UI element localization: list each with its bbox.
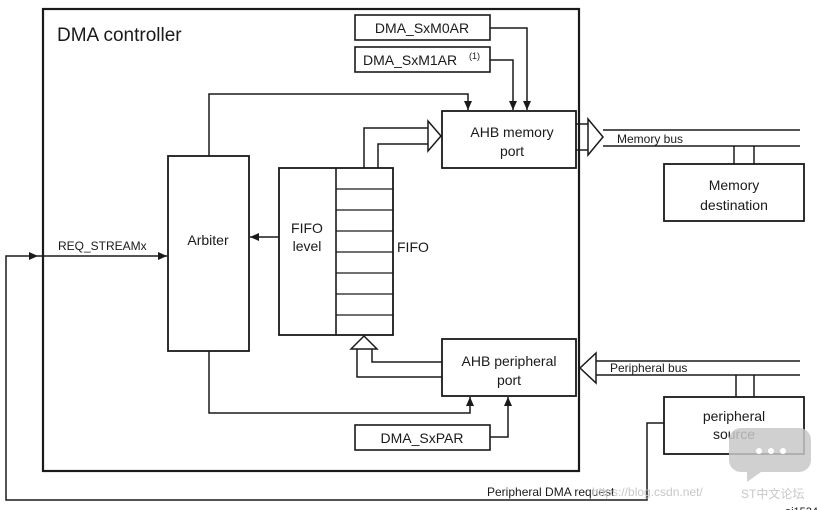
ahb-memory-port-label-line2: port: [500, 143, 524, 159]
fifo-level-label-line1: FIFO: [291, 220, 323, 236]
peripheral-bus: [578, 351, 800, 397]
ahb-memory-port-block: [441, 110, 577, 169]
par-to-peripheral-port-arrow: [490, 397, 512, 438]
forum-chat-icon: [729, 428, 811, 482]
memory-bus-label: Memory bus: [617, 132, 683, 146]
memory-destination-label-line2: destination: [700, 197, 768, 213]
peripheral-dma-request-line: [5, 252, 664, 501]
m0ar-to-memory-port-arrow: [490, 27, 531, 110]
dma-controller-title: DMA controller: [57, 25, 182, 46]
fifo-label: FIFO: [397, 239, 429, 255]
csdn-watermark: https://blog.csdn.net/: [592, 485, 703, 499]
req-stream-label: REQ_STREAMx: [58, 239, 147, 253]
m1ar-to-memory-port-arrow: [490, 59, 517, 110]
register-m1ar-footnote: (1): [469, 51, 480, 61]
figure-id: ai1534: [785, 506, 818, 510]
peripheral-port-to-fifo-data-arrow: [349, 334, 442, 378]
register-m0ar-label: DMA_SxM0AR: [375, 20, 469, 36]
register-par-label: DMA_SxPAR: [381, 430, 464, 446]
ahb-peripheral-port-label-line2: port: [497, 372, 521, 388]
peripheral-bus-label: Peripheral bus: [610, 361, 687, 375]
arbiter-block: [167, 155, 250, 352]
arbiter-label: Arbiter: [187, 232, 229, 248]
fifo-level-label-line2: level: [293, 238, 322, 254]
arbiter-to-memory-port-arrow: [208, 93, 472, 156]
peripheral-dma-request-label: Peripheral DMA request: [487, 485, 615, 499]
forum-watermark: ST中文论坛: [741, 486, 804, 501]
register-m1ar-label: DMA_SxM1AR: [363, 52, 457, 68]
arbiter-to-peripheral-port-arrow: [208, 351, 474, 414]
memory-bus: [576, 116, 800, 164]
memory-destination-label-line1: Memory: [709, 177, 760, 193]
ahb-memory-port-label-line1: AHB memory: [470, 124, 553, 140]
fifo-slots: [336, 188, 393, 316]
ahb-peripheral-port-label-line1: AHB peripheral: [462, 353, 557, 369]
ahb-peripheral-port-block: [441, 338, 577, 397]
fifo-to-memory-port-data-arrow: [363, 118, 442, 168]
peripheral-source-label-line1: peripheral: [703, 408, 765, 424]
dma-controller-frame: [41, 7, 581, 473]
